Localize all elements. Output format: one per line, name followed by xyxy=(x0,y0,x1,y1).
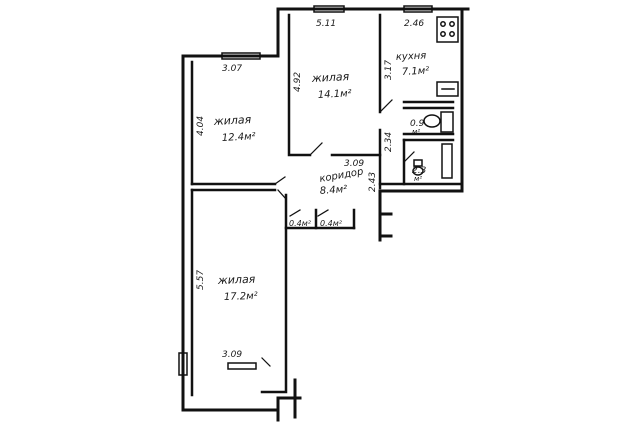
room-area-wc-value: 2.3 xyxy=(412,166,427,176)
windows xyxy=(178,5,433,376)
dim-top-kitchen: 2.46 xyxy=(404,19,424,29)
room-area-closet-2: 0.4м² xyxy=(320,219,343,228)
room-label-living-upper-left: жилая xyxy=(212,113,251,128)
dim-bath-height: 2.34 xyxy=(384,132,394,152)
room-area-wc-unit: м² xyxy=(414,175,422,183)
room-label-kitchen: кухня xyxy=(396,50,427,63)
dim-kitchen-height: 3.17 xyxy=(384,60,394,80)
dim-upper-left-width: 3.07 xyxy=(222,64,242,74)
dim-top-center: 5.11 xyxy=(316,19,336,29)
room-area-bath-value: 0.9 xyxy=(410,119,425,129)
room-area-living-lower: 17.2м² xyxy=(224,291,258,303)
dim-center-bottom: 3.09 xyxy=(344,159,364,169)
room-area-corridor: 8.4м² xyxy=(319,184,347,197)
doors xyxy=(261,99,415,367)
kitchen-fixtures xyxy=(436,16,459,97)
dim-upper-left-height: 4.04 xyxy=(196,116,206,136)
dim-lower-width: 3.09 xyxy=(222,350,242,360)
room-area-kitchen: 7.1м² xyxy=(402,66,430,78)
outer-walls xyxy=(181,7,470,422)
room-label-living-center: жилая xyxy=(310,70,349,85)
interior-walls xyxy=(190,13,464,397)
room-area-living-center: 14.1м² xyxy=(318,88,352,101)
bathroom-fixtures xyxy=(412,111,454,179)
room-area-bath-unit: м² xyxy=(412,128,420,136)
room-area-living-upper-left: 12.4м² xyxy=(222,131,256,144)
room-area-closet-1: 0.4м² xyxy=(289,219,312,228)
room-label-corridor: коридор xyxy=(319,166,365,185)
room-label-living-lower: жилая xyxy=(217,273,256,287)
dim-corridor-right: 2.43 xyxy=(368,172,378,192)
dim-lower-height: 5.57 xyxy=(196,270,206,290)
dim-center-height: 4.92 xyxy=(293,72,303,92)
